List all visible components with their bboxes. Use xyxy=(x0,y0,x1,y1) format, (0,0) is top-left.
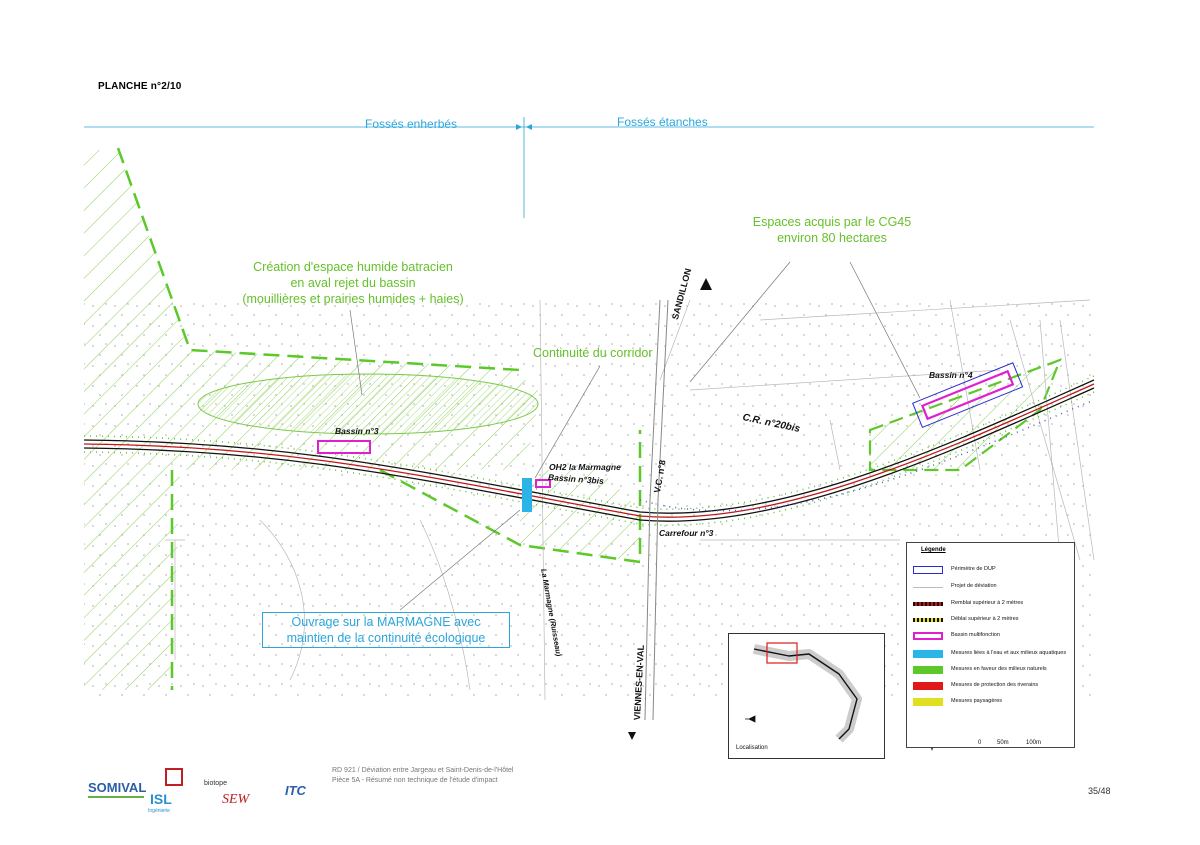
road-vc8 xyxy=(644,299,669,721)
legend-label: Déblai supérieur à 2 mètres xyxy=(951,616,1019,622)
north-arrow-sandillon xyxy=(700,278,712,290)
green-boundary-dash-3 xyxy=(379,430,642,564)
annotation-ouvrage-line1: Ouvrage sur la MARMAGNE avec xyxy=(291,615,481,629)
legend-item-projet: Projet de déviation xyxy=(913,582,1073,592)
biotope-logo: biotope xyxy=(204,780,227,787)
section-divider xyxy=(84,117,1094,218)
legend-label: Mesures en faveur des milieux naturels xyxy=(951,666,1047,672)
green-boundary-dash xyxy=(116,147,521,372)
humid-zone-ellipse xyxy=(197,373,539,435)
inset-label: Localisation xyxy=(736,745,768,751)
leader-lines xyxy=(349,261,921,611)
inset-localisation: Localisation xyxy=(728,633,885,759)
isl-logo-sub: Ingénierie xyxy=(148,808,170,814)
legend-item-remblai: Remblai supérieur à 2 mètres xyxy=(913,599,1073,609)
isl-logo: ISL xyxy=(150,791,172,807)
footer-line1: RD 921 / Déviation entre Jargeau et Sain… xyxy=(332,767,514,774)
fosses-enherbes-label: Fossés enherbés xyxy=(365,117,458,131)
hatched-natural-area-right xyxy=(868,358,1062,472)
oh2-structure xyxy=(522,478,532,512)
annotation-espace-humide-line3: (mouillières et prairies humides + haies… xyxy=(242,292,464,306)
sew-logo: SEW xyxy=(222,792,250,807)
bassin-4-shape xyxy=(912,362,1024,429)
legend-label: Projet de déviation xyxy=(951,583,997,589)
footer-text: RD 921 / Déviation entre Jargeau et Sain… xyxy=(332,766,513,786)
scale-tick-50: 50m xyxy=(997,740,1009,746)
bassin-3-shape xyxy=(317,440,371,454)
legend-box: Légende Périmètre de DUP Projet de dévia… xyxy=(906,542,1075,748)
legend-label: Mesures liées à l'eau et aux milieux aqu… xyxy=(951,650,1067,656)
legend-item-naturels: Mesures en faveur des milieux naturels xyxy=(913,665,1073,675)
legend-item-dup: Périmètre de DUP xyxy=(913,565,1073,575)
somival-logo-bar xyxy=(88,796,144,798)
legend-label: Bassin multifonction xyxy=(951,632,1000,638)
inset-focus-frame xyxy=(766,642,798,664)
legend-label: Périmètre de DUP xyxy=(951,566,996,572)
annotation-espaces-acquis-line1: Espaces acquis par le CG45 xyxy=(752,215,912,229)
legend-label: Remblai supérieur à 2 mètres xyxy=(951,600,1024,606)
red-square-logo xyxy=(165,768,183,786)
road-corridor xyxy=(83,375,1095,526)
somival-logo: SOMIVAL xyxy=(88,780,147,795)
legend-title: Légende xyxy=(921,547,946,553)
legend-item-eau: Mesures liées à l'eau et aux milieux aqu… xyxy=(913,649,1073,659)
annotation-espaces-acquis: Espaces acquis par le CG45 environ 80 he… xyxy=(752,214,912,246)
annotation-espace-humide-line1: Création d'espace humide batracien xyxy=(253,260,453,274)
legend-item-deblai: Déblai supérieur à 2 mètres xyxy=(913,615,1073,625)
annotation-espaces-acquis-line2: environ 80 hectares xyxy=(777,231,887,245)
scale-tick-0: 0 xyxy=(978,740,982,746)
bassin-3bis-shape xyxy=(535,479,551,488)
label-carrefour-3: Carrefour n°3 xyxy=(659,528,714,538)
label-bassin-4: Bassin n°4 xyxy=(929,370,973,380)
legend-item-riverains: Mesures de protection des riverains xyxy=(913,681,1073,691)
annotation-espace-humide-line2: en aval rejet du bassin xyxy=(290,276,416,290)
scale-tick-100: 100m xyxy=(1026,740,1042,746)
page-number: 35/48 xyxy=(1088,786,1111,796)
inset-map xyxy=(745,642,862,743)
label-bassin-3: Bassin n°3 xyxy=(335,426,379,436)
legend-label: Mesures de protection des riverains xyxy=(951,682,1039,688)
legend-label: Mesures paysagères xyxy=(951,698,1003,704)
inset-north-icon xyxy=(745,715,756,723)
annotation-ouvrage: Ouvrage sur la MARMAGNE avec maintien de… xyxy=(262,612,510,648)
legend-item-bassin: Bassin multifonction xyxy=(913,631,1073,641)
footer-line2: Pièce 5A - Résumé non technique de l'étu… xyxy=(332,777,498,784)
label-oh2: OH2 la Marmagne xyxy=(549,462,621,472)
planche-title: PLANCHE n°2/10 xyxy=(98,81,182,92)
itc-logo: ITC xyxy=(285,783,306,798)
annotation-continuite-corridor: Continuité du corridor xyxy=(533,346,653,360)
annotation-espace-humide: Création d'espace humide batracien en av… xyxy=(228,259,478,307)
parcel-lines xyxy=(165,299,1095,701)
legend-item-paysageres: Mesures paysagères xyxy=(913,697,1073,707)
south-arrow-viennes xyxy=(628,732,636,740)
annotation-ouvrage-line2: maintien de la continuité écologique xyxy=(286,631,486,645)
fosses-etanches-label: Fossés étanches xyxy=(617,115,708,129)
